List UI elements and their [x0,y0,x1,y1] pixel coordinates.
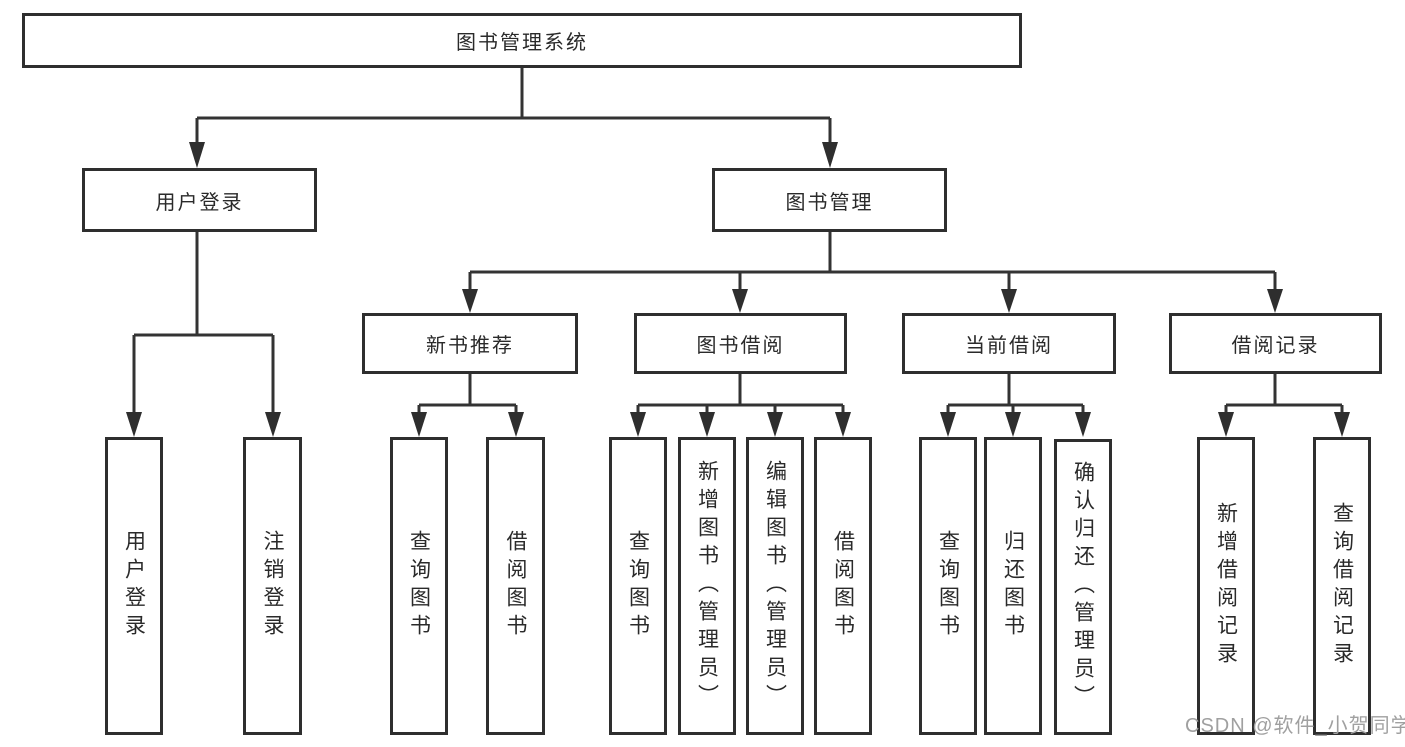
node-label: 确认归还（管理员） [1071,461,1095,713]
node-root-library-system: 图书管理系统 [22,13,1022,68]
node-borrow-records: 借阅记录 [1169,313,1382,374]
node-label: 图书借阅 [696,335,785,357]
node-label: 借阅图书 [504,530,527,642]
leaf-confirm-return-admin: 确认归还（管理员） [1054,439,1112,735]
node-label: 新增图书（管理员） [695,460,719,712]
leaf-query-books-recommend: 查询图书 [390,437,448,735]
node-label: 借阅图书 [831,530,855,642]
node-label: 注销登录 [261,530,284,642]
leaf-borrow-books-recommend: 借阅图书 [486,437,545,735]
node-label: 用户登录 [155,191,244,214]
node-label: 查询图书 [626,530,650,642]
node-label: 新增借阅记录 [1214,502,1238,670]
leaf-edit-books-admin: 编辑图书（管理员） [746,437,804,735]
csdn-watermark: CSDN @软件_小贺同学 [1185,715,1405,737]
leaf-return-books: 归还图书 [984,437,1042,735]
node-label: 新书推荐 [426,335,514,357]
leaf-logout: 注销登录 [243,437,302,735]
node-book-management: 图书管理 [712,168,947,232]
node-current-borrow: 当前借阅 [902,313,1116,374]
node-label: 编辑图书（管理员） [763,460,787,712]
leaf-query-books-current: 查询图书 [919,437,977,735]
node-label: 借阅记录 [1231,335,1320,357]
node-label: 当前借阅 [965,335,1053,357]
leaf-query-borrow-record: 查询借阅记录 [1313,437,1371,735]
leaf-add-borrow-record: 新增借阅记录 [1197,437,1255,735]
node-label: 查询图书 [936,530,960,642]
leaf-user-login: 用户登录 [105,437,163,735]
node-label: 图书管理系统 [456,32,588,54]
node-label: 图书管理 [785,191,874,214]
arrowhead-icons [126,142,1350,437]
leaf-add-books-admin: 新增图书（管理员） [678,437,736,735]
node-label: 用户登录 [122,530,146,642]
leaf-borrow-books: 借阅图书 [814,437,872,735]
node-label: 查询借阅记录 [1330,502,1354,670]
node-new-book-recommend: 新书推荐 [362,313,578,374]
node-label: 查询图书 [407,530,431,642]
node-book-borrow: 图书借阅 [634,313,847,374]
node-label: 归还图书 [1001,530,1025,642]
node-user-login: 用户登录 [82,168,317,232]
leaf-query-books-borrow: 查询图书 [609,437,667,735]
